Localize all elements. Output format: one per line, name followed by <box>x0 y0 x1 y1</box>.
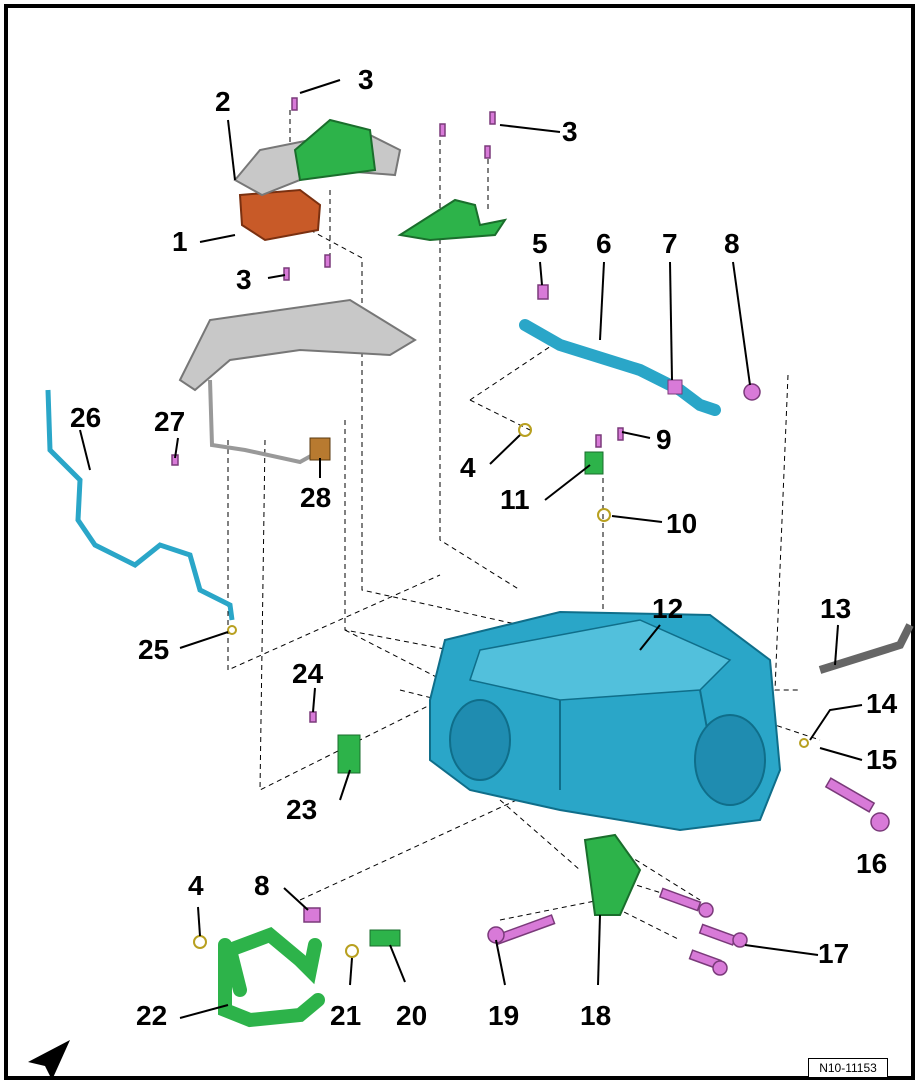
callout-16: 16 <box>856 848 888 879</box>
callout-3-right: 3 <box>562 116 578 147</box>
callout-4-upper: 4 <box>460 452 476 483</box>
high-voltage-connector <box>238 188 322 242</box>
callout-24: 24 <box>292 658 324 689</box>
callout-13: 13 <box>820 593 852 624</box>
upper-bracket <box>397 198 508 242</box>
callout-2: 2 <box>215 86 231 117</box>
callout-26: 26 <box>70 402 102 433</box>
heat-shield <box>178 298 417 392</box>
callout-3-lower: 3 <box>236 264 252 295</box>
callout-12: 12 <box>652 593 684 624</box>
bracket-18 <box>583 833 642 916</box>
callout-23: 23 <box>286 794 318 825</box>
callout-1: 1 <box>172 226 188 257</box>
callout-3-top: 3 <box>358 64 374 95</box>
callout-28: 28 <box>300 482 332 513</box>
callout-19: 19 <box>488 1000 520 1031</box>
callout-9: 9 <box>656 424 672 455</box>
callout-14: 14 <box>866 688 898 719</box>
callout-22: 22 <box>136 1000 168 1031</box>
coolant-hose-upper <box>519 319 721 416</box>
callout-20: 20 <box>396 1000 428 1031</box>
arrow-direction-icon <box>28 1040 70 1080</box>
callout-18: 18 <box>580 1000 612 1031</box>
diagram-frame <box>4 4 915 1080</box>
callout-21: 21 <box>330 1000 362 1031</box>
callout-5: 5 <box>532 228 548 259</box>
connector-shield <box>233 118 402 197</box>
callout-25: 25 <box>138 634 170 665</box>
bracket-11 <box>584 451 604 475</box>
bolts <box>171 97 890 976</box>
callout-8-lower: 8 <box>254 870 270 901</box>
callout-15: 15 <box>866 744 898 775</box>
callout-10: 10 <box>666 508 698 539</box>
sensor-20 <box>369 929 401 947</box>
coolant-hose-lower <box>218 927 325 1028</box>
callout-7: 7 <box>662 228 678 259</box>
callout-27: 27 <box>154 406 186 437</box>
callout-6: 6 <box>596 228 612 259</box>
bracket-23 <box>337 734 361 774</box>
electronics-housing <box>429 610 782 832</box>
callout-8-upper: 8 <box>724 228 740 259</box>
reference-code: N10-11153 <box>808 1058 888 1078</box>
callout-11: 11 <box>500 484 530 515</box>
callout-4-lower: 4 <box>188 870 204 901</box>
pipe-13 <box>818 623 914 674</box>
wiring-harness <box>45 389 235 621</box>
callout-leaders <box>79 79 863 1019</box>
callout-17: 17 <box>818 938 850 969</box>
sensor-cable <box>208 379 331 465</box>
